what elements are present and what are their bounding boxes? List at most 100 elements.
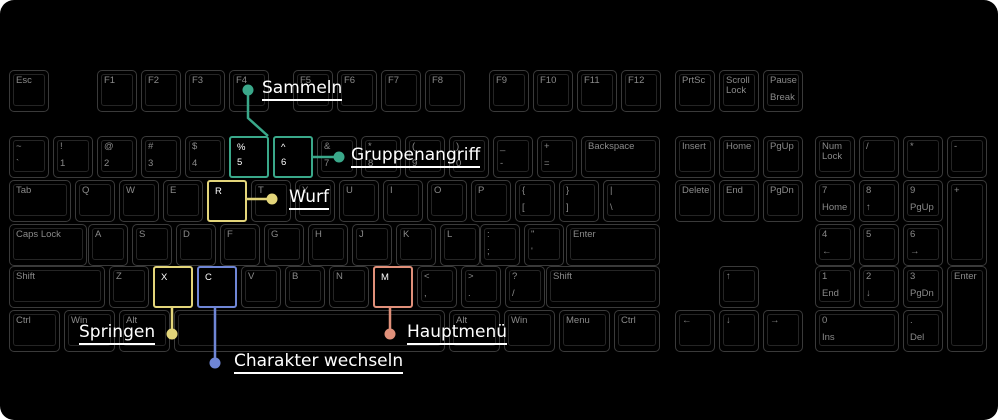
key-num-9: (9	[405, 136, 445, 178]
key-d-top-label: D	[183, 229, 190, 240]
key-num-4-bottom-label: ←	[822, 245, 832, 257]
key-f4-top-label: F4	[236, 75, 248, 86]
key-pause-top-label: Pause	[770, 75, 797, 86]
key-shift-right-top-label: Shift	[553, 271, 573, 282]
key-f5-top-label: F5	[300, 75, 312, 86]
key-g-top-label: G	[271, 229, 279, 240]
key-arrow-up: ↑	[719, 266, 759, 308]
key-num-minus: -	[947, 136, 987, 178]
key-num-dot: .Del	[903, 310, 943, 352]
key-f7-top-label: F7	[388, 75, 400, 86]
key-num-7-bottom-label: Home	[822, 201, 848, 213]
key-g: G	[264, 224, 304, 266]
key-shift-right: Shift	[546, 266, 660, 308]
key-r-top-label: R	[215, 186, 222, 197]
key-ctrl-left: Ctrl	[9, 310, 60, 352]
key-bracket-0-bottom-label: [	[522, 201, 525, 213]
key-f7: F7	[381, 70, 421, 112]
key-quote: "'	[524, 224, 564, 266]
key-num-4: $4	[185, 136, 225, 178]
key-insert: Insert	[675, 136, 715, 178]
key-num-5: %5	[229, 136, 269, 178]
key-num-2-bottom-label: ↓	[866, 287, 871, 299]
key-k-top-label: K	[403, 229, 410, 240]
key-num-9-top-label: (	[412, 141, 416, 152]
key-num-12: +=	[537, 136, 577, 178]
key-num-10-top-label: )	[456, 141, 460, 152]
key-num-mul-top-label: *	[910, 141, 914, 152]
key-c-top-label: C	[205, 272, 212, 283]
key-num-11-bottom-label: -	[500, 157, 504, 169]
key-punct-2-bottom-label: /	[512, 287, 515, 299]
key-num-5: 5	[859, 224, 899, 266]
key-h-top-label: H	[315, 229, 322, 240]
key-num-2-top-label: @	[104, 141, 114, 152]
key-ctrl-left-top-label: Ctrl	[16, 315, 31, 326]
key-caps-lock-top-label: Caps Lock	[16, 229, 61, 240]
key-num-3-top-label: #	[148, 141, 154, 152]
key-shift-left: Shift	[9, 266, 105, 308]
key-tab: Tab	[9, 180, 71, 222]
key-num-6: ^6	[273, 136, 313, 178]
key-num-5-bottom-label: 5	[237, 156, 243, 168]
key-num-12-bottom-label: =	[544, 157, 550, 169]
key-f1-top-label: F1	[104, 75, 116, 86]
key-num-1-bottom-label: End	[822, 287, 839, 299]
key-num-6: 6→	[903, 224, 943, 266]
key-num-7-bottom-label: 7	[324, 157, 330, 169]
key-pgup-top-label: PgUp	[770, 141, 794, 152]
key-semicolon: :;	[480, 224, 520, 266]
key-punct-1-top-label: >	[468, 271, 474, 282]
key-prtsc: PrtSc	[675, 70, 715, 112]
key-menu: Menu	[559, 310, 610, 352]
key-shift-left-top-label: Shift	[16, 271, 36, 282]
key-v-top-label: V	[248, 271, 255, 282]
key-x: X	[153, 266, 193, 308]
key-num-8-top-label: 8	[866, 185, 872, 196]
label-sammeln: Sammeln	[262, 80, 343, 101]
key-y-top-label: Y	[302, 185, 309, 196]
key-f6: F6	[337, 70, 377, 112]
key-o: O	[427, 180, 467, 222]
key-num-enter-top-label: Enter	[954, 271, 977, 282]
key-c: C	[197, 266, 237, 308]
key-backslash-top-label: |	[610, 185, 613, 196]
key-num-4-top-label: $	[192, 141, 198, 152]
key-o-top-label: O	[434, 185, 442, 196]
label-wurf: Wurf	[289, 189, 329, 210]
key-m: M	[373, 266, 413, 308]
key-l-top-label: L	[447, 229, 453, 240]
key-bracket-0: {[	[515, 180, 555, 222]
key-num-9-top-label: 9	[910, 185, 916, 196]
key-num-2-top-label: 2	[866, 271, 872, 282]
key-num-5-top-label: %	[237, 142, 246, 153]
key-num-10-bottom-label: 0	[456, 157, 462, 169]
key-s: S	[132, 224, 172, 266]
key-num-0: ~`	[9, 136, 49, 178]
key-f12: F12	[621, 70, 661, 112]
key-h: H	[308, 224, 348, 266]
key-num-2: @2	[97, 136, 137, 178]
key-f5: F5	[293, 70, 333, 112]
key-e: E	[163, 180, 203, 222]
key-num-dot-bottom-label: Del	[910, 331, 925, 343]
key-t: T	[251, 180, 291, 222]
key-f-top-label: F	[227, 229, 233, 240]
key-n-top-label: N	[336, 271, 343, 282]
key-bracket-1-top-label: }	[566, 185, 570, 196]
key-num-10: )0	[449, 136, 489, 178]
key-backslash: |\	[603, 180, 660, 222]
key-num-4: 4←	[815, 224, 855, 266]
key-num-1-bottom-label: 1	[60, 157, 66, 169]
key-caps-lock: Caps Lock	[9, 224, 87, 266]
key-i-top-label: I	[390, 185, 393, 196]
key-quote-top-label: "	[531, 229, 535, 240]
key-win-left-top-label: Win	[71, 315, 88, 326]
key-punct-0-top-label: <	[424, 271, 430, 282]
key-n: N	[329, 266, 369, 308]
key-p: P	[471, 180, 511, 222]
key-bracket-0-top-label: {	[522, 185, 526, 196]
